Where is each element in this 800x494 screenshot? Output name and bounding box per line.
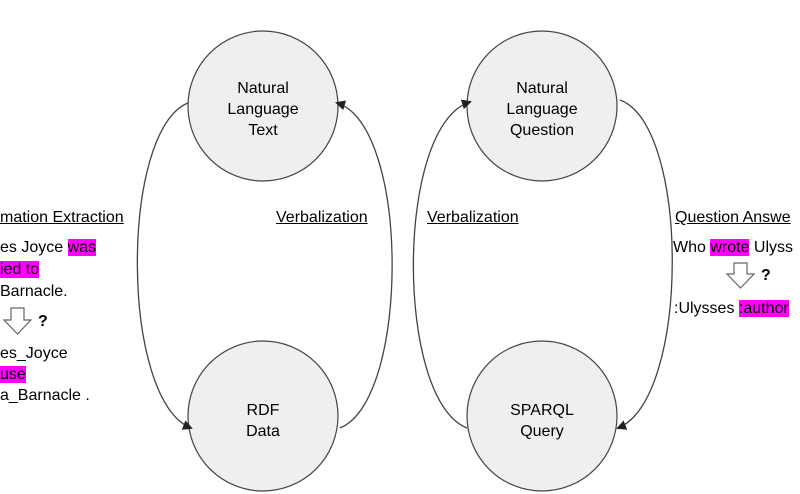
highlight: wrote bbox=[710, 239, 750, 256]
down-arrow-icon bbox=[2, 307, 33, 335]
left-example-sentence-line2: ied to bbox=[0, 259, 40, 280]
right-example-question: Who wrote Ulyss bbox=[673, 239, 794, 256]
highlight: :author bbox=[738, 300, 789, 317]
left-example-triple-line3: a_Barnacle . bbox=[0, 387, 90, 404]
edge-label-verbalization-right: Verbalization bbox=[427, 209, 519, 226]
node-rdf-data bbox=[187, 340, 339, 492]
edge-label-information-extraction: mation Extraction bbox=[0, 209, 124, 226]
left-example-triple-line1: es_Joyce bbox=[0, 345, 68, 362]
node-label-rdf-data: RDF Data bbox=[246, 402, 280, 440]
node-label-nl-question: Natural Language Question bbox=[506, 80, 578, 139]
node-label-sparql-query: SPARQL Query bbox=[510, 402, 574, 440]
edge-information-extraction bbox=[136, 102, 193, 430]
highlight: ied to bbox=[0, 261, 40, 278]
right-question-mark: ? bbox=[761, 267, 771, 284]
edge-question-answering bbox=[616, 99, 673, 430]
edge-label-question-answering: Question Answe bbox=[675, 209, 791, 226]
edge-verbalization-left bbox=[335, 100, 393, 429]
edge-verbalization-right bbox=[412, 99, 472, 429]
down-arrow-icon bbox=[725, 262, 756, 289]
left-example-sentence-line1: es Joyce was bbox=[0, 239, 97, 256]
node-label-nl-text: Natural Language Text bbox=[227, 80, 299, 139]
highlight: was bbox=[67, 239, 97, 256]
edge-label-verbalization-left: Verbalization bbox=[276, 209, 368, 226]
highlight: use bbox=[0, 366, 26, 383]
node-sparql-query bbox=[466, 340, 618, 492]
right-example-query: :Ulysses :author bbox=[674, 300, 789, 317]
left-question-mark: ? bbox=[38, 313, 48, 330]
left-example-sentence-line3: Barnacle. bbox=[0, 283, 68, 300]
left-example-triple-line2: use bbox=[0, 364, 26, 385]
